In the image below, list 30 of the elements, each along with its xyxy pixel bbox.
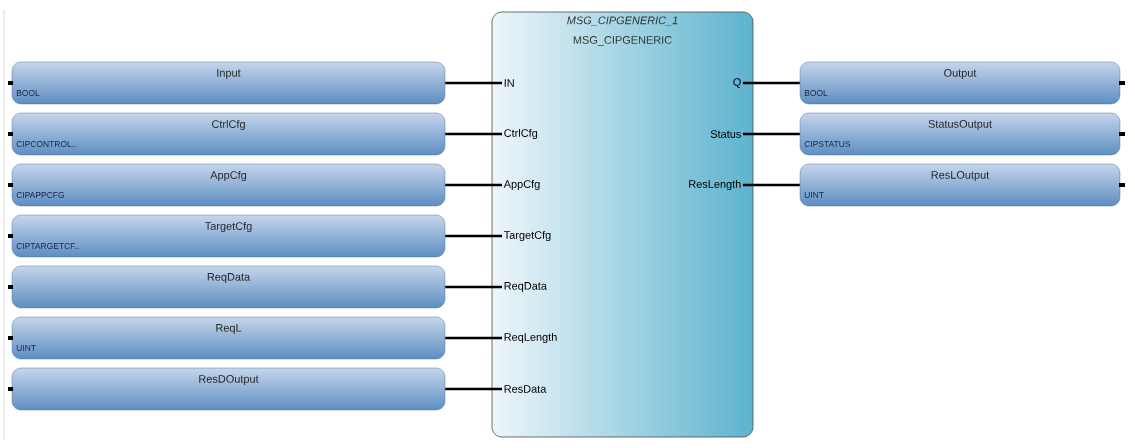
pin-label: CtrlCfg: [504, 128, 538, 140]
connector-line: [445, 285, 502, 289]
connector-line: [743, 183, 800, 187]
pin-label: ReqData: [504, 282, 547, 292]
pin-label: ReqLength: [504, 332, 557, 344]
type-label: BOOL: [804, 90, 828, 96]
type-label: UINT: [804, 192, 824, 198]
pin-label: Status: [710, 130, 741, 138]
connector-line: [445, 132, 502, 136]
pin-label: TargetCfg: [503, 230, 551, 242]
type-label: CIPCONTROL..: [16, 141, 76, 147]
pin-label: AppCfg: [503, 179, 540, 191]
type-label: UINT: [16, 345, 36, 351]
connector-line: [445, 387, 502, 391]
connector-line: [445, 81, 502, 85]
type-label: BOOL: [16, 90, 40, 96]
variable-box: ReqData: [8, 265, 446, 309]
pin-label: Q: [733, 78, 741, 88]
pin-label: ResLength: [689, 179, 741, 191]
pin-label: ResData: [504, 385, 547, 393]
type-label: CIPSTATUS: [804, 141, 851, 147]
connector-line: [445, 183, 502, 187]
pin-label: IN: [504, 79, 514, 87]
connector-line: [743, 81, 800, 85]
type-label: CIPTARGETCF..: [16, 243, 79, 249]
connector-line: [445, 336, 502, 340]
type-label: CIPAPPCFG: [16, 192, 64, 198]
variable-box: ResDOutput: [8, 367, 446, 411]
connector-line: [445, 234, 502, 238]
connector-line: [743, 132, 800, 136]
